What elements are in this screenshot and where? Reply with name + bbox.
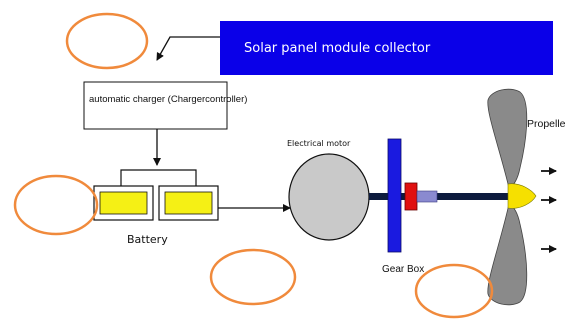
blank-marker-battery — [13, 174, 99, 236]
charger-box — [83, 81, 228, 130]
solar-to-charger-connector — [156, 36, 220, 61]
shaft-coupling-blue — [416, 190, 438, 203]
propeller-label: Propeller — [527, 118, 565, 130]
gear-box-label: Gear Box — [382, 264, 424, 275]
shaft-coupling-red — [404, 182, 418, 211]
solar-panel-label: Solar panel module collector — [244, 41, 431, 56]
drive-shaft — [369, 193, 509, 200]
blank-marker-top-left — [65, 12, 149, 70]
battery-bracket — [120, 169, 197, 187]
blank-marker-propeller — [414, 263, 494, 319]
electrical-motor — [288, 153, 370, 241]
solar-panel-module — [220, 21, 553, 75]
battery-label: Battery — [127, 233, 168, 246]
battery-cell-right — [164, 191, 213, 215]
propeller-blade-upper — [487, 88, 528, 189]
propeller-blade-lower — [487, 203, 528, 306]
propeller-hub — [507, 183, 537, 209]
blank-marker-motor — [209, 248, 297, 306]
battery-cell-left — [99, 191, 148, 215]
charger-label: automatic charger (Chargercontroller) — [89, 94, 247, 105]
gearbox-plate — [387, 138, 402, 253]
electrical-motor-label: Electrical motor — [287, 139, 351, 148]
